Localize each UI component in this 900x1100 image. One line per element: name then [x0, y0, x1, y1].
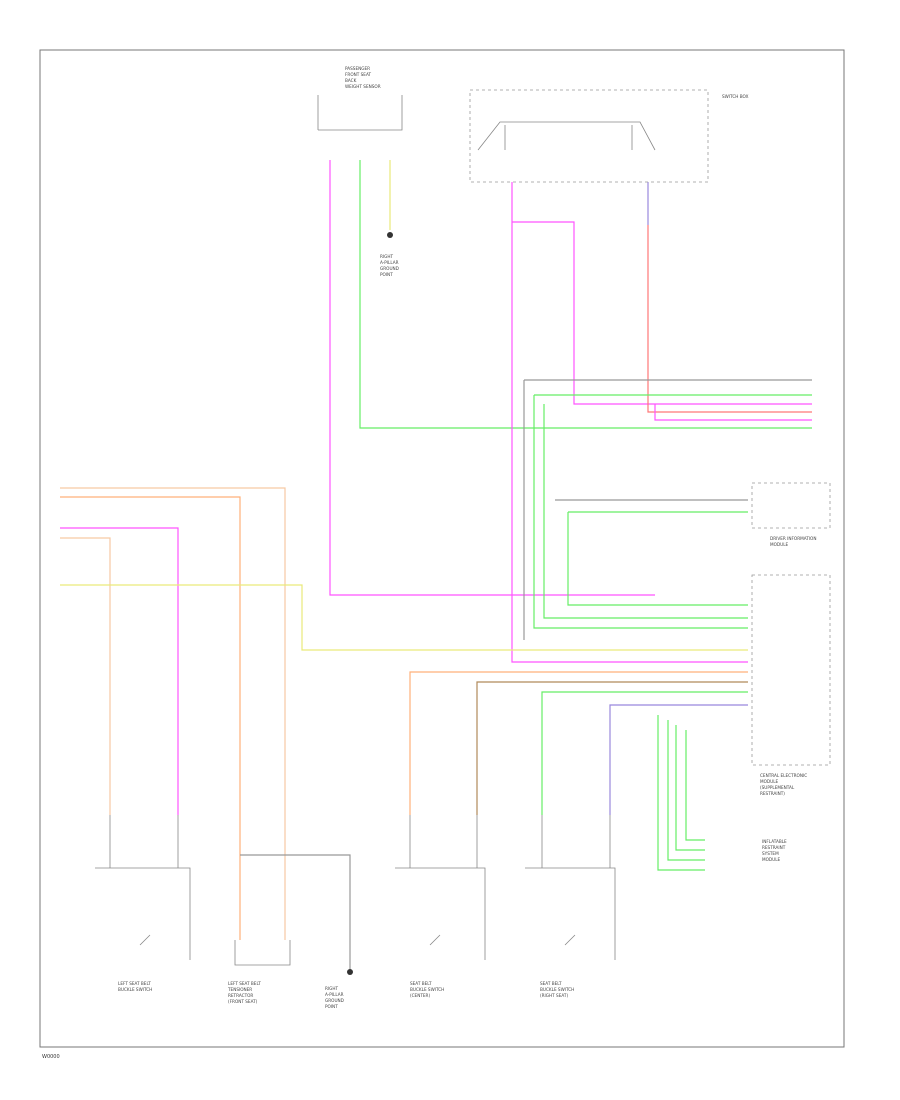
left-buckle-switch [95, 867, 191, 960]
wire-peach-left [60, 537, 111, 815]
driver-module-box [751, 482, 831, 529]
diagram-frame [39, 49, 845, 1048]
airbag-sensor-box [317, 95, 403, 131]
wire-green-drop-1 [657, 715, 705, 871]
wire-gray-ground [240, 854, 351, 970]
ground-top-icon [387, 232, 393, 238]
wire-yellow-bottom [60, 584, 748, 651]
wire-green-drop-3 [675, 725, 705, 851]
components [95, 89, 831, 975]
wire-green-ecu-2 [533, 395, 748, 629]
wire-green-drop-2 [667, 720, 705, 861]
right-module-switch [395, 867, 486, 960]
wire-orange-ecu [409, 671, 748, 815]
control-module-box [751, 574, 831, 766]
left-pretensioner [234, 940, 291, 966]
wire-pink-left-vertical [329, 160, 655, 596]
wire-pink-top [60, 527, 179, 815]
wire-pink-loop [512, 221, 812, 405]
wire-green-drop-4 [685, 730, 705, 841]
switch-box-label: SWITCH BOX [722, 94, 749, 99]
switch-contacts [477, 121, 656, 151]
wire-green-left-vertical [359, 160, 812, 429]
wire-violet-buckle [609, 704, 748, 815]
wire-red-switch [647, 225, 812, 413]
wire-brown-ecu [476, 681, 748, 815]
wire-peach-top [60, 487, 286, 940]
wire-green-buckle [541, 691, 748, 815]
wire-orange-top [60, 496, 241, 940]
ground-bottom-icon [347, 969, 353, 975]
wire-green-ecu-3 [543, 404, 748, 619]
wire-green-driver [567, 511, 748, 606]
wire-pink-switch-left [511, 182, 748, 663]
diagram-code: W0000 [42, 1054, 60, 1060]
wire-pink-right [654, 404, 812, 421]
right-buckle-switch [525, 867, 616, 960]
wires [60, 160, 812, 970]
buckle-switch-terminals [109, 815, 611, 868]
switch-box [469, 89, 709, 183]
